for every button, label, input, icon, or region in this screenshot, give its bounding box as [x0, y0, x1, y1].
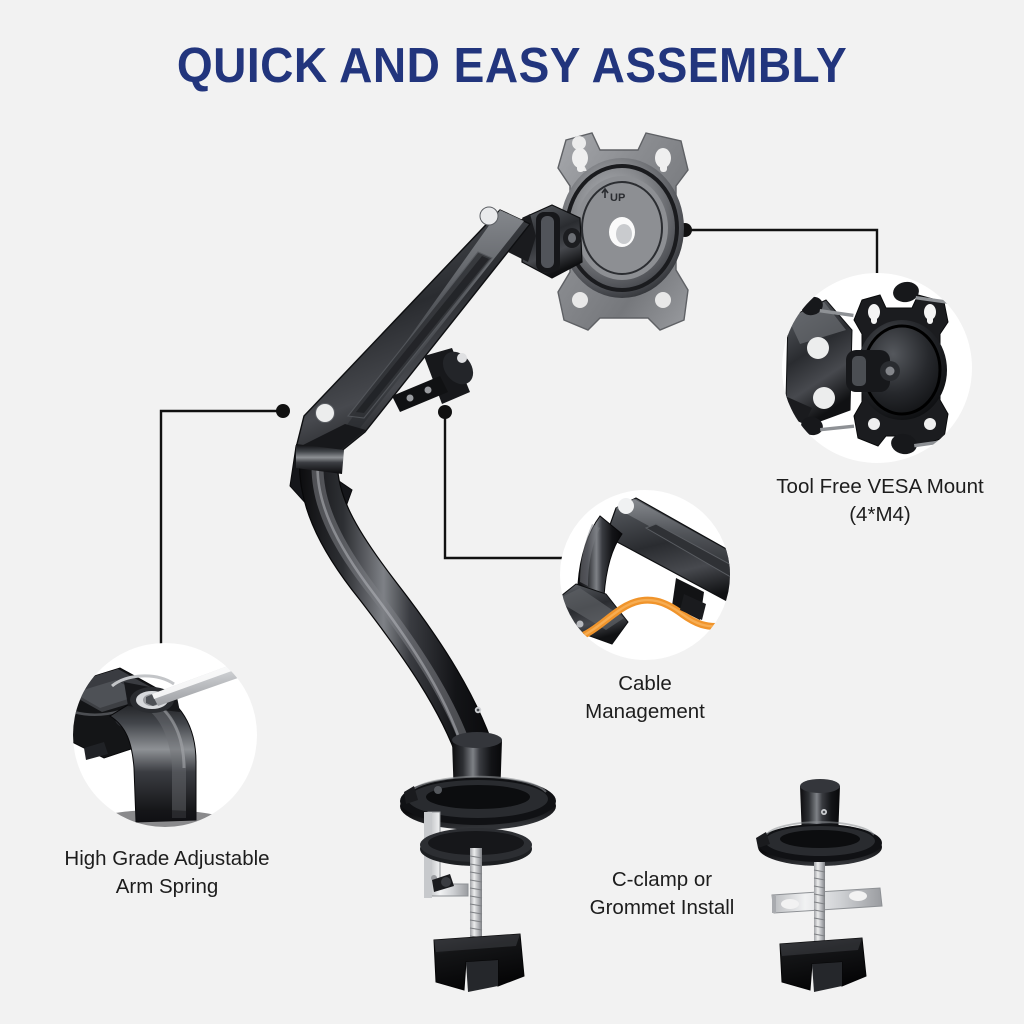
leader-line-spring: [159, 404, 290, 650]
page-title: QUICK AND EASY ASSEMBLY: [176, 39, 848, 93]
cable: [560, 596, 728, 644]
grommet-mount: [756, 779, 883, 992]
callout-label-spring-line1: High Grade Adjustable: [64, 847, 270, 870]
callout-bubble-spring: [73, 643, 257, 827]
callout-bubble-vesa: [782, 273, 972, 463]
svg-text:UP: UP: [610, 192, 625, 204]
callout-label-cable-line1: Cable: [618, 672, 672, 695]
leader-dot-spring: [276, 404, 290, 418]
tilt-joint: [508, 204, 583, 279]
vesa-thumbscrews: [801, 281, 956, 455]
c-clamp-mount: [400, 732, 556, 992]
leader-lines: [159, 223, 879, 650]
upper-arm: [295, 206, 531, 471]
callout-label-clamp-line2: Grommet Install: [589, 896, 735, 919]
monitor-arm-assembly: UP: [289, 132, 883, 992]
callout-label-cable: Cable Management: [545, 670, 745, 726]
callout-label-vesa: Tool Free VESA Mount (4*M4): [700, 473, 1024, 529]
callout-label-spring-line2: Arm Spring: [115, 875, 219, 898]
callout-label-clamp-line1: C-clamp or: [611, 868, 713, 891]
vesa-plate: UP: [557, 132, 689, 331]
leader-dot-cable: [438, 405, 452, 419]
callout-label-vesa-line2: (4*M4): [849, 503, 911, 526]
leader-line-cable: [438, 405, 568, 560]
callout-label-cable-line2: Management: [585, 700, 705, 723]
callout-label-vesa-line1: Tool Free VESA Mount: [776, 475, 984, 498]
lower-arm-tube: [296, 444, 501, 773]
gas-cylinder-end: [392, 348, 474, 412]
vesa-up-marking: UP: [601, 187, 625, 204]
leader-line-vesa: [678, 223, 879, 276]
callout-label-spring: High Grade Adjustable Arm Spring: [22, 845, 312, 901]
callout-label-clamp: C-clamp or Grommet Install: [548, 866, 776, 922]
